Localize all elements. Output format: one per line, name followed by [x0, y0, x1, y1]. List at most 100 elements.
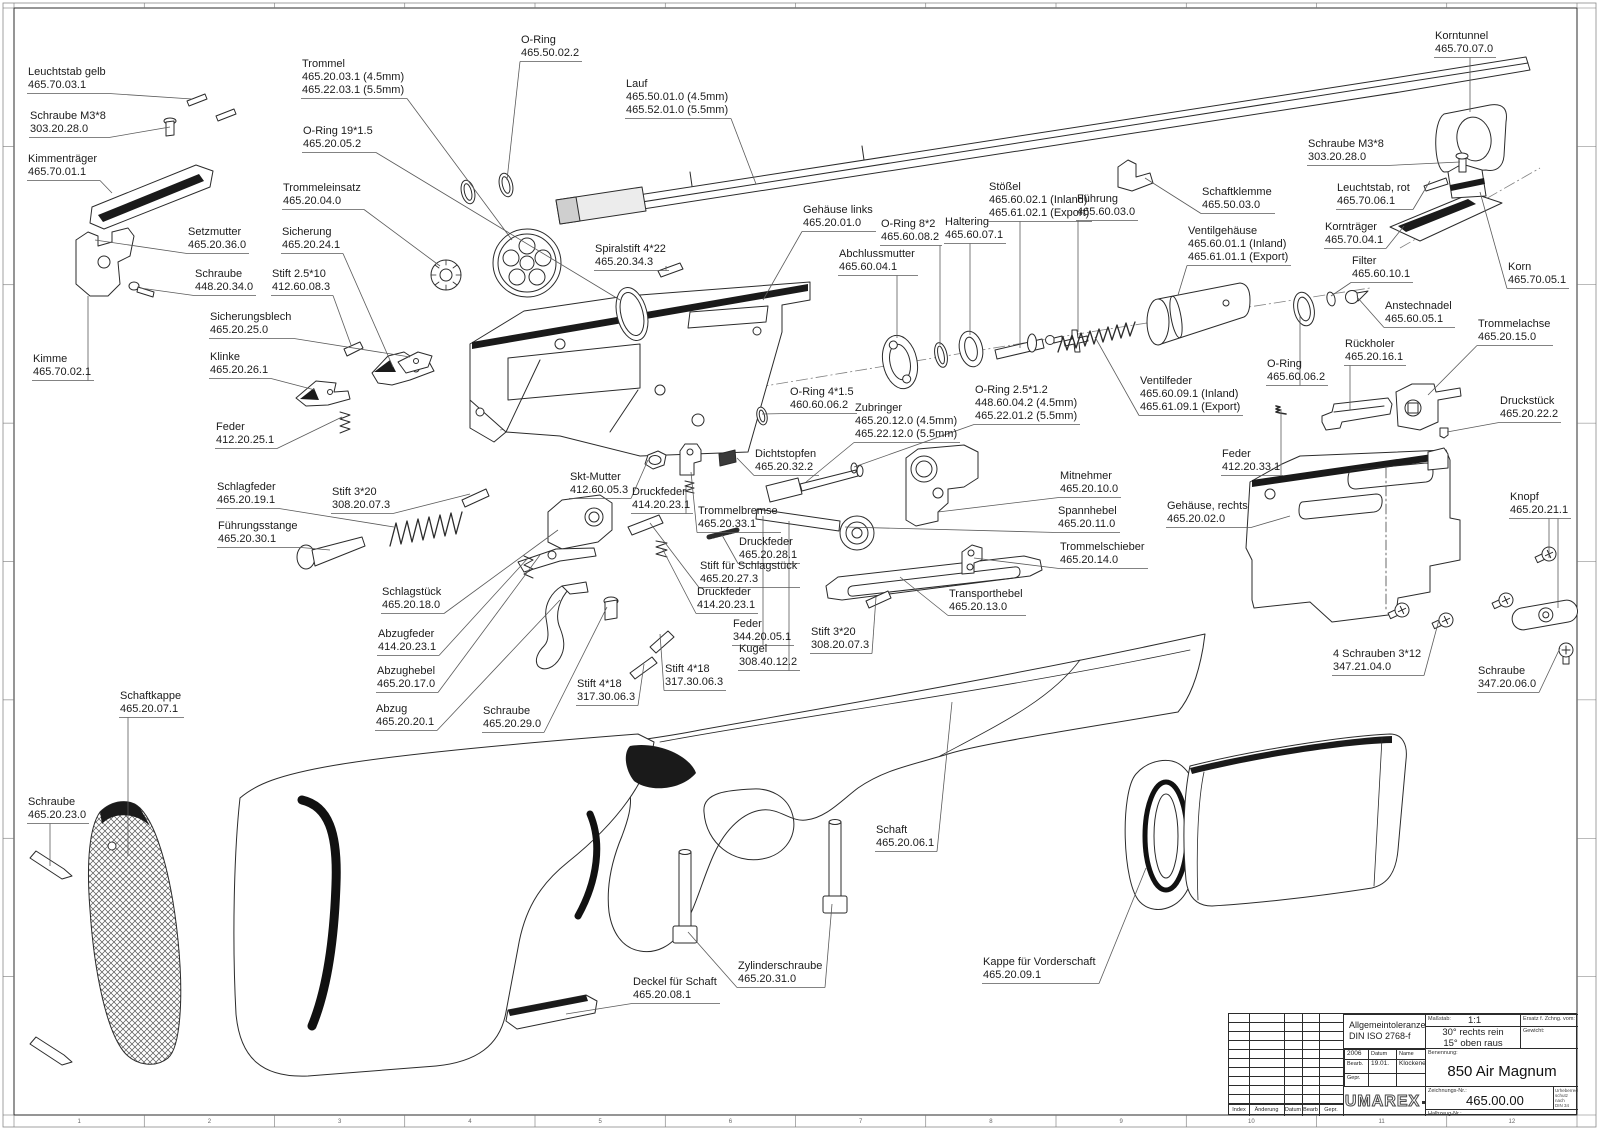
- small-o-rings-shape: [460, 172, 514, 205]
- drawing-title: 850 Air Magnum: [1447, 1063, 1557, 1080]
- rear-sight-rail-shape: [89, 93, 237, 230]
- leader-lines: [27, 57, 1571, 1015]
- ersatz-label: Ersatz f. Zchng. vom:: [1523, 1016, 1575, 1022]
- halbzeug-box: Halbzeug-Nr.:: [1425, 1109, 1578, 1116]
- drawing-number: 465.00.00: [1466, 1093, 1524, 1108]
- rev-col-bearb: Bearb: [1303, 1107, 1318, 1113]
- trigger-screws-pins-shape: [603, 596, 675, 680]
- scale-value: 1:1: [1468, 1015, 1482, 1026]
- trigger-shape: [535, 581, 589, 670]
- carrier-shape: [905, 444, 979, 527]
- drum-slider-shape: [961, 544, 983, 575]
- svg-text:8: 8: [989, 1119, 993, 1125]
- rev-col-index: Index: [1232, 1107, 1246, 1113]
- trigger-lever-shape: [517, 547, 597, 579]
- notes-box: 30° rechts rein 15° oben raus: [1425, 1026, 1520, 1048]
- revision-table: Index Änderung Datum Bearb Gepr.: [1229, 1014, 1343, 1116]
- gepr-datum-cell: [1368, 1073, 1396, 1086]
- gewicht-label: Gewicht:: [1523, 1028, 1545, 1034]
- feeder-rod-shape: [765, 462, 864, 503]
- tolerances-line2: DIN ISO 2768-f: [1349, 1031, 1411, 1041]
- scale-label: Maßstab:: [1428, 1016, 1451, 1022]
- drum-brake-shape: [679, 443, 702, 494]
- stock-cover-plate-shape: [505, 994, 598, 1030]
- svg-text:10: 10: [1248, 1119, 1255, 1125]
- cylinder-screws-shape: [672, 819, 848, 944]
- stock-body-shape: [521, 633, 1206, 953]
- benennung-label: Benennung:: [1428, 1050, 1458, 1056]
- svg-text:3: 3: [338, 1119, 342, 1125]
- svg-text:2: 2: [208, 1119, 212, 1125]
- zone-ticks: [3, 3, 1596, 1127]
- stock-screw-nails: [29, 850, 73, 1066]
- safety-parts-shape: [295, 341, 435, 434]
- svg-text:11: 11: [1379, 1119, 1386, 1125]
- rev-col-aenderung: Änderung: [1254, 1107, 1279, 1113]
- valve-spring-shape: [1057, 321, 1136, 353]
- transport-lever-shape: [825, 555, 1043, 601]
- drum-insert-shape: [430, 259, 462, 291]
- svg-text:4: 4: [468, 1119, 472, 1125]
- end-cap-disc-shape: [881, 334, 919, 390]
- copyright-line1: Urheberrechts-: [1555, 1088, 1578, 1093]
- signature-grid: 2006 Datum Name Bearb. 19.01. Klockener …: [1343, 1048, 1426, 1086]
- return-catch-shape: [1321, 397, 1393, 431]
- retaining-ring-shape: [958, 330, 984, 368]
- black-spring-shape: [706, 527, 740, 540]
- o-ring-valve-shape: [1293, 291, 1315, 327]
- knob-shape: [1511, 599, 1578, 631]
- copyright-box: Urheberrechts- schutz nach DIN 34: [1553, 1086, 1578, 1109]
- name-col-cell: Name: [1396, 1049, 1426, 1059]
- front-sight-tunnel-shape: [1435, 104, 1507, 173]
- seal-plug-shape: [718, 449, 737, 467]
- rev-col-gepr: Gepr.: [1324, 1107, 1338, 1113]
- filter-shape: [1326, 291, 1336, 307]
- logo-mark-icon: [1422, 1101, 1426, 1104]
- drawing-number-box: Zeichnungs-Nr.: 465.00.00: [1425, 1086, 1553, 1109]
- umarex-logo: UMAREX: [1344, 1092, 1421, 1110]
- rear-sight-base-shape: [75, 227, 155, 298]
- drum-axle-shape: [1395, 383, 1462, 431]
- rev-col-datum: Datum: [1284, 1107, 1302, 1113]
- bearb-datum-cell: 19.01.: [1368, 1059, 1396, 1073]
- bearb-name-cell: Klockener: [1396, 1059, 1426, 1073]
- barrel-clamp-shape: [1117, 159, 1154, 192]
- tolerances-line1: Allgemeintoleranzen: [1349, 1020, 1426, 1030]
- svg-text:7: 7: [859, 1119, 863, 1125]
- hammer-pin-shape: [627, 514, 668, 558]
- title-block: Index Änderung Datum Bearb Gepr. Allgeme…: [1228, 1013, 1578, 1116]
- bearb-row-cell: Bearb.: [1344, 1059, 1368, 1073]
- o-ring-8x2-shape: [934, 342, 948, 368]
- logo-box: UMAREX: [1343, 1086, 1426, 1116]
- note-line2: 15° oben raus: [1443, 1038, 1503, 1048]
- gepr-name-cell: [1396, 1073, 1426, 1086]
- gepr-row-cell: Gepr.: [1344, 1073, 1368, 1086]
- butt-pad-shape: [87, 801, 182, 1065]
- ersatz-box: Ersatz f. Zchng. vom:: [1520, 1014, 1578, 1026]
- gewicht-box: Gewicht:: [1520, 1026, 1578, 1048]
- barrel-shape: [555, 56, 1531, 225]
- copyright-line2: schutz nach: [1555, 1093, 1569, 1103]
- year-cell: 2006: [1344, 1049, 1368, 1059]
- piercing-needle-shape: [1345, 290, 1369, 304]
- lever-pin-shape: [865, 590, 892, 609]
- svg-text:12: 12: [1509, 1119, 1516, 1125]
- svg-text:5: 5: [598, 1119, 602, 1125]
- datum-col-cell: Datum: [1368, 1049, 1396, 1059]
- tiny-spring-shape: [1275, 405, 1287, 415]
- note-line1: 30° rechts rein: [1442, 1027, 1504, 1038]
- zeichnung-label: Zeichnungs-Nr.:: [1428, 1088, 1467, 1094]
- svg-text:1: 1: [77, 1119, 81, 1125]
- spiral-pin-shape: [657, 262, 684, 278]
- pressure-piece-shape: [1439, 427, 1449, 439]
- drum-shape: [492, 228, 562, 298]
- scale-box: Maßstab: 1:1: [1425, 1014, 1520, 1026]
- copyright-line3: DIN 34: [1555, 1103, 1570, 1108]
- buttstock-shape: [233, 733, 696, 1077]
- small-o-ring-4x15-shape: [756, 406, 768, 426]
- mainspring-shape: [296, 488, 490, 570]
- valve-housing-shape: [1146, 282, 1251, 346]
- svg-text:9: 9: [1119, 1119, 1123, 1125]
